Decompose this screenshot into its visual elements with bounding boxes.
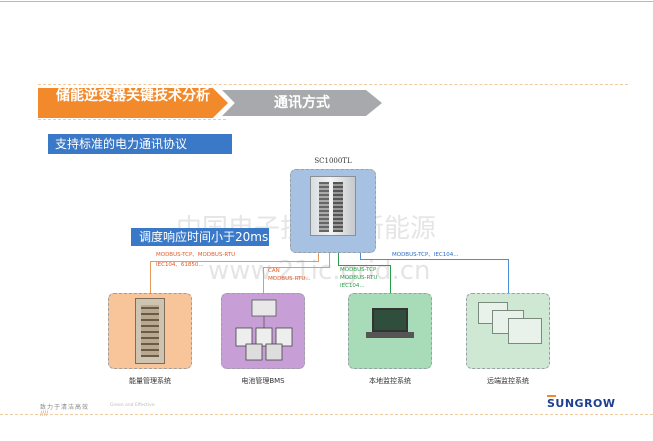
header-divider: [38, 84, 628, 85]
screenshot-thumb: [508, 318, 542, 344]
footer-rule: [0, 414, 653, 415]
logo-accent: [547, 395, 556, 397]
rack-slots: [141, 305, 159, 357]
sungrow-logo: SUNGROW: [547, 397, 616, 410]
battery-icon: [235, 299, 293, 361]
top-rule: [0, 1, 653, 2]
local-monitor-label: 本地监控系统: [369, 377, 411, 385]
inverter-cabinet-icon: [310, 176, 356, 236]
local-monitor-box[interactable]: [348, 293, 432, 369]
header-title-tab[interactable]: 储能逆变器关键技术分析: [38, 88, 228, 118]
protocol-local-3: IEC104...: [340, 283, 365, 289]
connector-line: [150, 261, 319, 262]
connector-line: [318, 253, 319, 261]
protocol-remote-1: MODBUS-TCP、IEC104...: [392, 252, 459, 258]
response-time-callout: 调度响应时间小于20ms: [131, 228, 269, 246]
connector-line: [263, 267, 264, 293]
ems-label: 能量管理系统: [129, 377, 171, 385]
connector-line: [263, 267, 329, 268]
protocol-ems-2: IEC104、61850...: [156, 262, 204, 268]
inverter-label: SC1000TL: [314, 157, 352, 165]
footer-ticks: ////: [40, 410, 49, 417]
protocol-bms-1: CAN: [268, 268, 280, 274]
header-underline: [38, 119, 226, 120]
remote-monitor-label: 远端监控系统: [487, 377, 529, 385]
connector-line: [338, 265, 390, 266]
connector-line: [508, 259, 509, 293]
subtitle-banner: 支持标准的电力通讯协议: [48, 134, 232, 154]
connector-line: [338, 253, 339, 265]
connector-line: [360, 253, 361, 259]
connector-line: [329, 253, 330, 268]
connector-line: [360, 259, 508, 260]
cabinet-grille: [319, 182, 329, 232]
laptop-base: [366, 332, 414, 338]
bms-label: 电池管理BMS: [241, 377, 285, 385]
protocol-local-1: MODBUS-TCP: [340, 267, 377, 273]
cabinet-grille: [333, 182, 343, 232]
server-rack-icon: [135, 298, 165, 364]
protocol-ems-1: MODBUS-TCP、MODBUS-RTU: [156, 252, 236, 258]
footer-slogan-en: Green and Effective: [110, 403, 155, 408]
protocol-local-2: MODBUS-RTU: [340, 275, 378, 281]
header-section-tab[interactable]: 通讯方式: [222, 90, 382, 116]
laptop-icon: [372, 308, 408, 332]
connector-line: [390, 265, 391, 293]
protocol-bms-2: MODBUS-RTU...: [268, 276, 311, 282]
connector-line: [150, 261, 151, 293]
footer-slogan: 致力于清洁高效: [40, 404, 90, 411]
